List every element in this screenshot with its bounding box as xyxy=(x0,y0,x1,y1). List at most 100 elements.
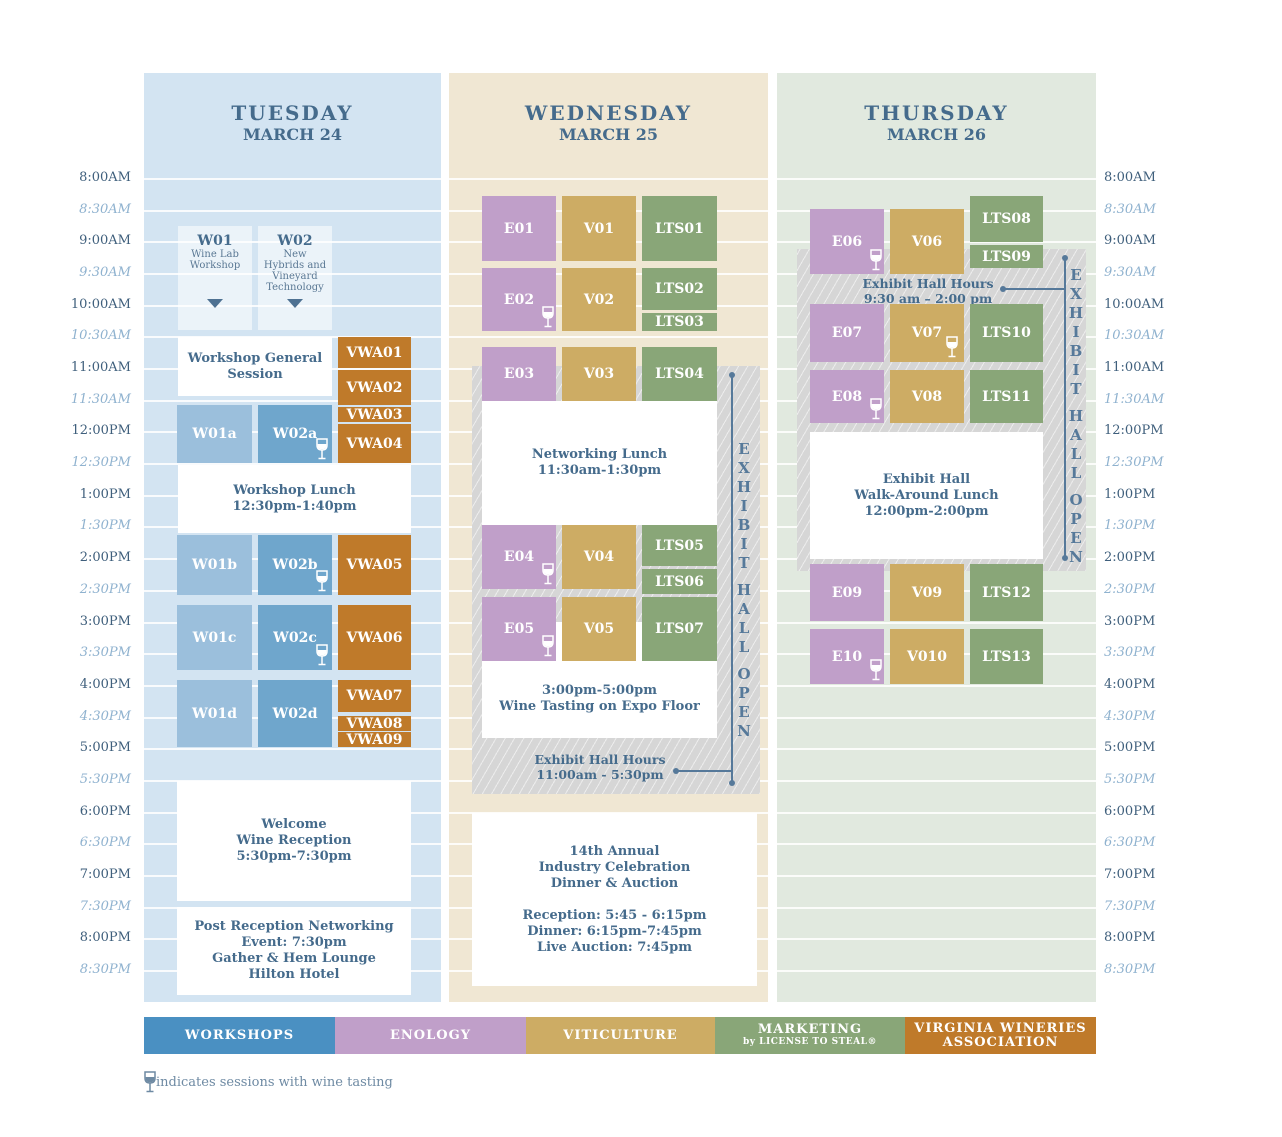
session-w01b[interactable]: W01b xyxy=(177,535,252,595)
session-lts13[interactable]: LTS13 xyxy=(970,629,1043,684)
session-w01c[interactable]: W01c xyxy=(177,605,252,670)
session-v07[interactable]: V07 xyxy=(890,304,964,362)
session-lts10[interactable]: LTS10 xyxy=(970,304,1043,362)
time-label: 7:30PM xyxy=(1104,899,1156,914)
session-lts07[interactable]: LTS07 xyxy=(642,597,717,661)
session-v09[interactable]: V09 xyxy=(890,564,964,621)
time-label: 11:00AM xyxy=(70,360,131,375)
session-lts08[interactable]: LTS08 xyxy=(970,196,1043,242)
time-label: 3:30PM xyxy=(79,645,131,660)
session-e08[interactable]: E08 xyxy=(810,370,884,423)
session-code: E10 xyxy=(831,648,863,665)
legend-label: ENOLOGY xyxy=(390,1027,471,1043)
day-name: WEDNESDAY xyxy=(524,101,693,125)
session-vwa03[interactable]: VWA03 xyxy=(338,407,411,423)
time-label: 6:30PM xyxy=(1104,835,1156,850)
session-lts05[interactable]: LTS05 xyxy=(642,525,717,566)
session-vwa06[interactable]: VWA06 xyxy=(338,605,411,670)
session-vwa04[interactable]: VWA04 xyxy=(338,424,411,463)
welcome-wine-reception[interactable]: Welcome Wine Reception 5:30pm-7:30pm xyxy=(177,781,411,901)
time-label: 11:30AM xyxy=(70,392,131,407)
time-gridline xyxy=(777,938,1096,940)
workshop-general-session[interactable]: Workshop General Session xyxy=(178,337,332,396)
session-vwa07[interactable]: VWA07 xyxy=(338,680,411,712)
exhibit-hall-walk-around-lunch[interactable]: Exhibit Hall Walk-Around Lunch 12:00pm-2… xyxy=(810,432,1043,559)
time-label: 3:30PM xyxy=(1104,645,1156,660)
session-w02c[interactable]: W02c xyxy=(258,605,332,670)
hall-hours-connector xyxy=(676,770,732,772)
session-lts03[interactable]: LTS03 xyxy=(642,313,717,331)
legend-label: VITICULTURE xyxy=(563,1027,678,1043)
session-v010[interactable]: V010 xyxy=(890,629,964,684)
session-description: Wine Lab Workshop xyxy=(189,249,241,271)
bracket-dot xyxy=(673,768,679,774)
time-label: 9:30AM xyxy=(1104,265,1156,280)
session-w02b[interactable]: W02b xyxy=(258,535,332,595)
post-reception-networking[interactable]: Post Reception Networking Event: 7:30pm … xyxy=(177,907,411,995)
industry-celebration-dinner[interactable]: 14th Annual Industry Celebration Dinner … xyxy=(472,813,757,986)
workshop-lunch[interactable]: Workshop Lunch 12:30pm-1:40pm xyxy=(178,465,411,533)
session-e06[interactable]: E06 xyxy=(810,209,884,274)
session-lts02[interactable]: LTS02 xyxy=(642,268,717,310)
time-label: 9:00AM xyxy=(1104,233,1156,248)
day-name: TUESDAY xyxy=(231,101,354,125)
wine-glass-icon xyxy=(870,659,882,681)
session-w02a[interactable]: W02a xyxy=(258,405,332,463)
session-e07[interactable]: E07 xyxy=(810,304,884,362)
hall-hours-title: Exhibit Hall Hours xyxy=(862,276,994,291)
session-e01[interactable]: E01 xyxy=(482,196,556,261)
session-v06[interactable]: V06 xyxy=(890,209,964,274)
session-vwa01[interactable]: VWA01 xyxy=(338,337,411,368)
session-lts06[interactable]: LTS06 xyxy=(642,569,717,594)
session-code: E08 xyxy=(831,388,863,405)
session-v04[interactable]: V04 xyxy=(562,525,636,589)
session-intro-w02[interactable]: W02 New Hybrids and Vineyard Technology xyxy=(258,226,332,330)
session-e03[interactable]: E03 xyxy=(482,347,556,401)
session-e04[interactable]: E04 xyxy=(482,525,556,589)
time-gridline xyxy=(777,970,1096,972)
legend-label: ASSOCIATION xyxy=(942,1034,1059,1050)
session-intro-w01[interactable]: W01 Wine Lab Workshop xyxy=(178,226,252,330)
session-e05[interactable]: E05 xyxy=(482,597,556,661)
bracket-dot xyxy=(1062,555,1068,561)
session-vwa09[interactable]: VWA09 xyxy=(338,732,411,748)
session-lts04[interactable]: LTS04 xyxy=(642,347,717,401)
session-v01[interactable]: V01 xyxy=(562,196,636,261)
session-v08[interactable]: V08 xyxy=(890,370,964,423)
session-w02d[interactable]: W02d xyxy=(258,680,332,747)
networking-lunch[interactable]: Networking Lunch 11:30am-1:30pm xyxy=(482,401,717,525)
session-v02[interactable]: V02 xyxy=(562,268,636,331)
session-lts01[interactable]: LTS01 xyxy=(642,196,717,261)
time-label: 12:30PM xyxy=(71,455,131,470)
time-label: 7:00PM xyxy=(79,867,131,882)
legend-workshops: WORKSHOPS xyxy=(144,1017,335,1054)
time-label: 10:00AM xyxy=(70,297,131,312)
day-date: MARCH 24 xyxy=(242,125,343,144)
session-vwa02[interactable]: VWA02 xyxy=(338,370,411,405)
wine-glass-icon xyxy=(144,1071,156,1093)
time-gridline xyxy=(777,717,1096,719)
session-e10[interactable]: E10 xyxy=(810,629,884,684)
event-line: Gather & Hem Lounge xyxy=(212,951,376,966)
hall-hours-time: 9:30 am – 2:00 pm xyxy=(863,291,993,306)
time-label: 4:30PM xyxy=(1104,709,1156,724)
time-gridline xyxy=(777,178,1096,180)
session-w01d[interactable]: W01d xyxy=(177,680,252,747)
session-vwa08[interactable]: VWA08 xyxy=(338,716,411,732)
time-label: 5:30PM xyxy=(79,772,131,787)
session-e09[interactable]: E09 xyxy=(810,564,884,621)
time-label: 10:30AM xyxy=(1104,328,1165,343)
session-v03[interactable]: V03 xyxy=(562,347,636,401)
session-e02[interactable]: E02 xyxy=(482,268,556,331)
time-gridline xyxy=(777,748,1096,750)
session-lts12[interactable]: LTS12 xyxy=(970,564,1043,621)
session-lts09[interactable]: LTS09 xyxy=(970,245,1043,268)
session-code: E02 xyxy=(503,291,535,308)
session-vwa05[interactable]: VWA05 xyxy=(338,535,411,595)
time-label: 3:00PM xyxy=(79,614,131,629)
note-text: indicates sessions with wine tasting xyxy=(156,1074,393,1090)
wine-glass-icon xyxy=(316,570,328,592)
session-v05[interactable]: V05 xyxy=(562,597,636,661)
session-w01a[interactable]: W01a xyxy=(177,405,252,463)
session-lts11[interactable]: LTS11 xyxy=(970,370,1043,423)
